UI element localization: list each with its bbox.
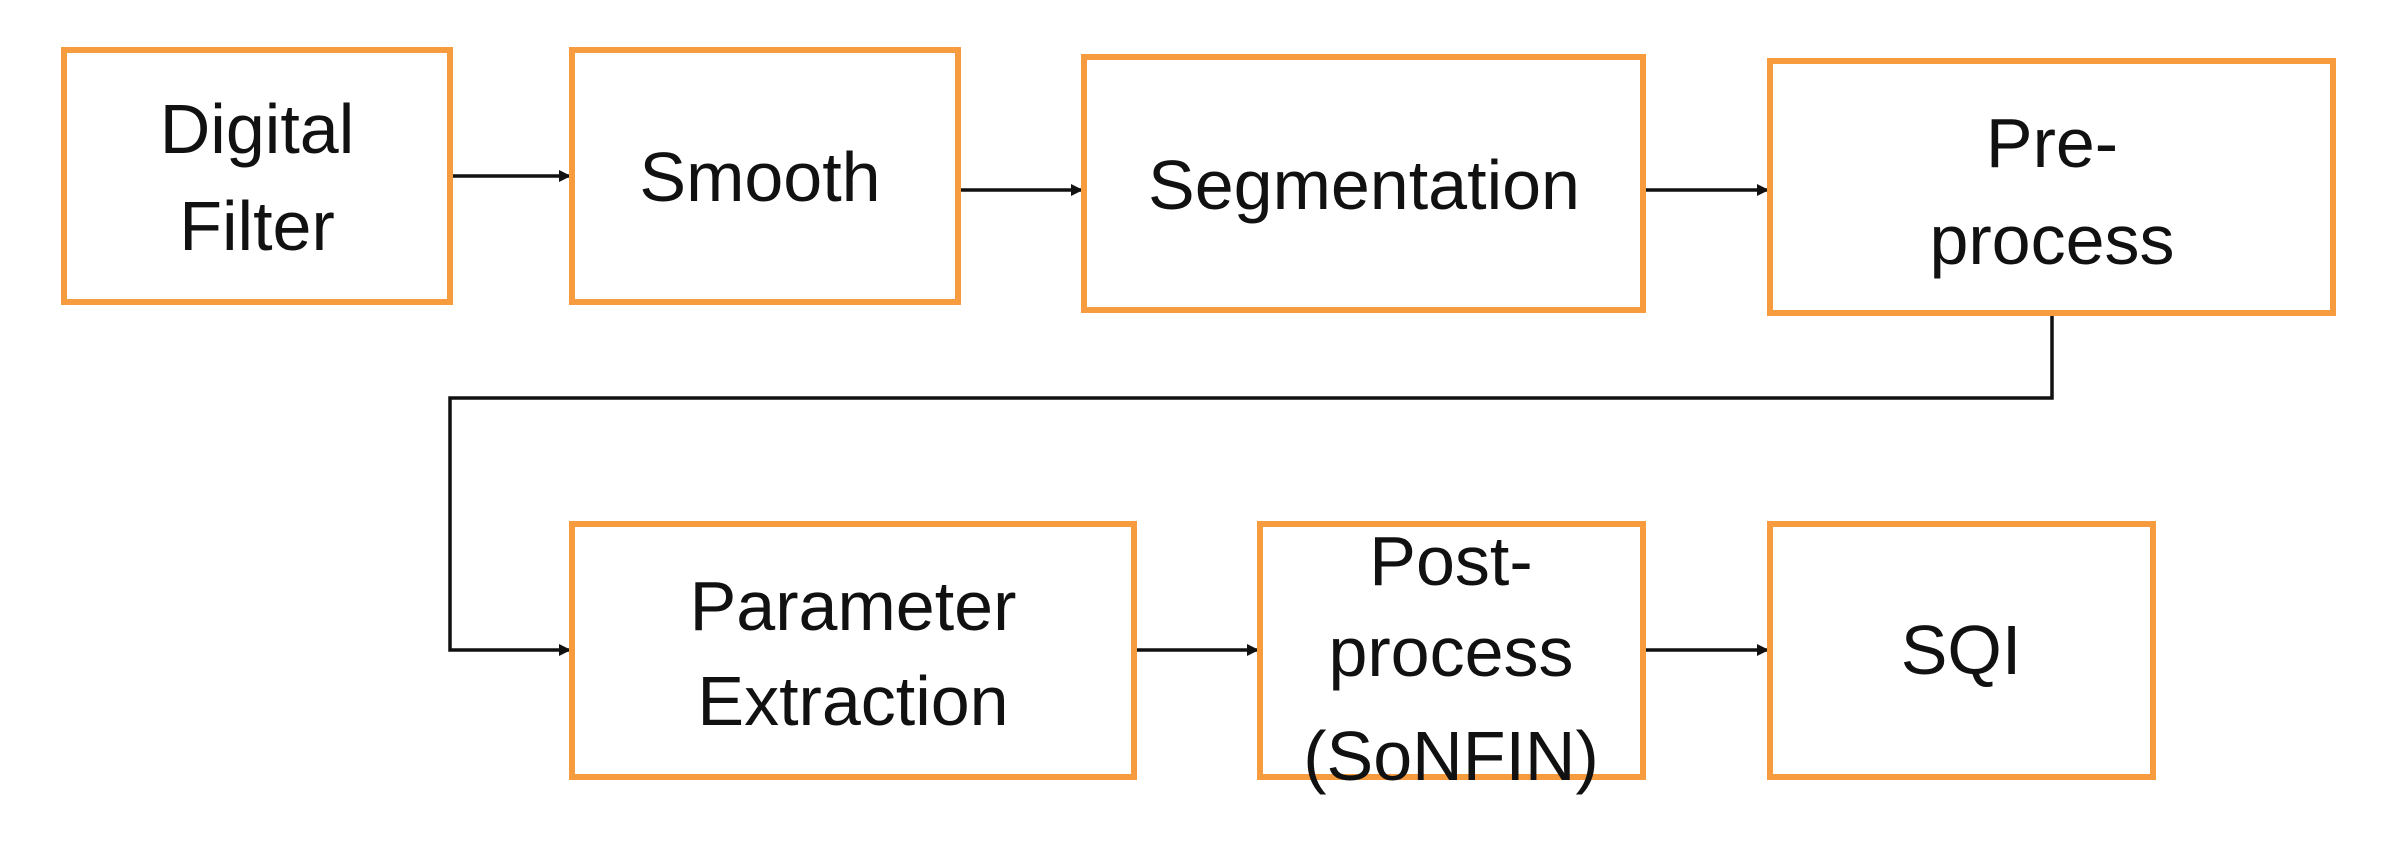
node-segmentation: Segmentation: [1081, 54, 1646, 313]
connectors: [448, 170, 2054, 656]
node-label-line: (SoNFIN): [1303, 717, 1599, 795]
node-label-line: Post-: [1369, 522, 1532, 600]
node-pre-process: Pre- process: [1767, 58, 2336, 316]
node-parameter-extraction: Parameter Extraction: [569, 521, 1137, 780]
node-label-line: Extraction: [697, 662, 1008, 740]
node-label-line: process: [1929, 201, 2174, 279]
node-box: [1081, 54, 1646, 313]
node-box: [1767, 58, 2336, 316]
node-box: [1767, 521, 2156, 780]
node-label-line: Filter: [179, 187, 335, 265]
node-box: [61, 47, 453, 305]
node-label-line: Parameter: [690, 567, 1017, 645]
node-label-line: Pre-: [1986, 104, 2118, 182]
node-smooth: Smooth: [569, 47, 961, 305]
node-sqi: SQI: [1767, 521, 2156, 780]
node-box: [569, 521, 1137, 780]
node-label-line: Smooth: [639, 138, 880, 216]
node-box: [1257, 521, 1646, 780]
node-label-line: Digital: [160, 90, 355, 168]
node-digital-filter: Digital Filter: [61, 47, 453, 305]
edge-pre-process-to-parameter-extraction: [448, 315, 2054, 656]
node-label-line: process: [1328, 613, 1573, 691]
node-label-line: SQI: [1901, 611, 2022, 689]
node-label-line: Segmentation: [1148, 146, 1580, 224]
node-post-process: Post- process (SoNFIN): [1257, 521, 1646, 795]
node-box: [569, 47, 961, 305]
